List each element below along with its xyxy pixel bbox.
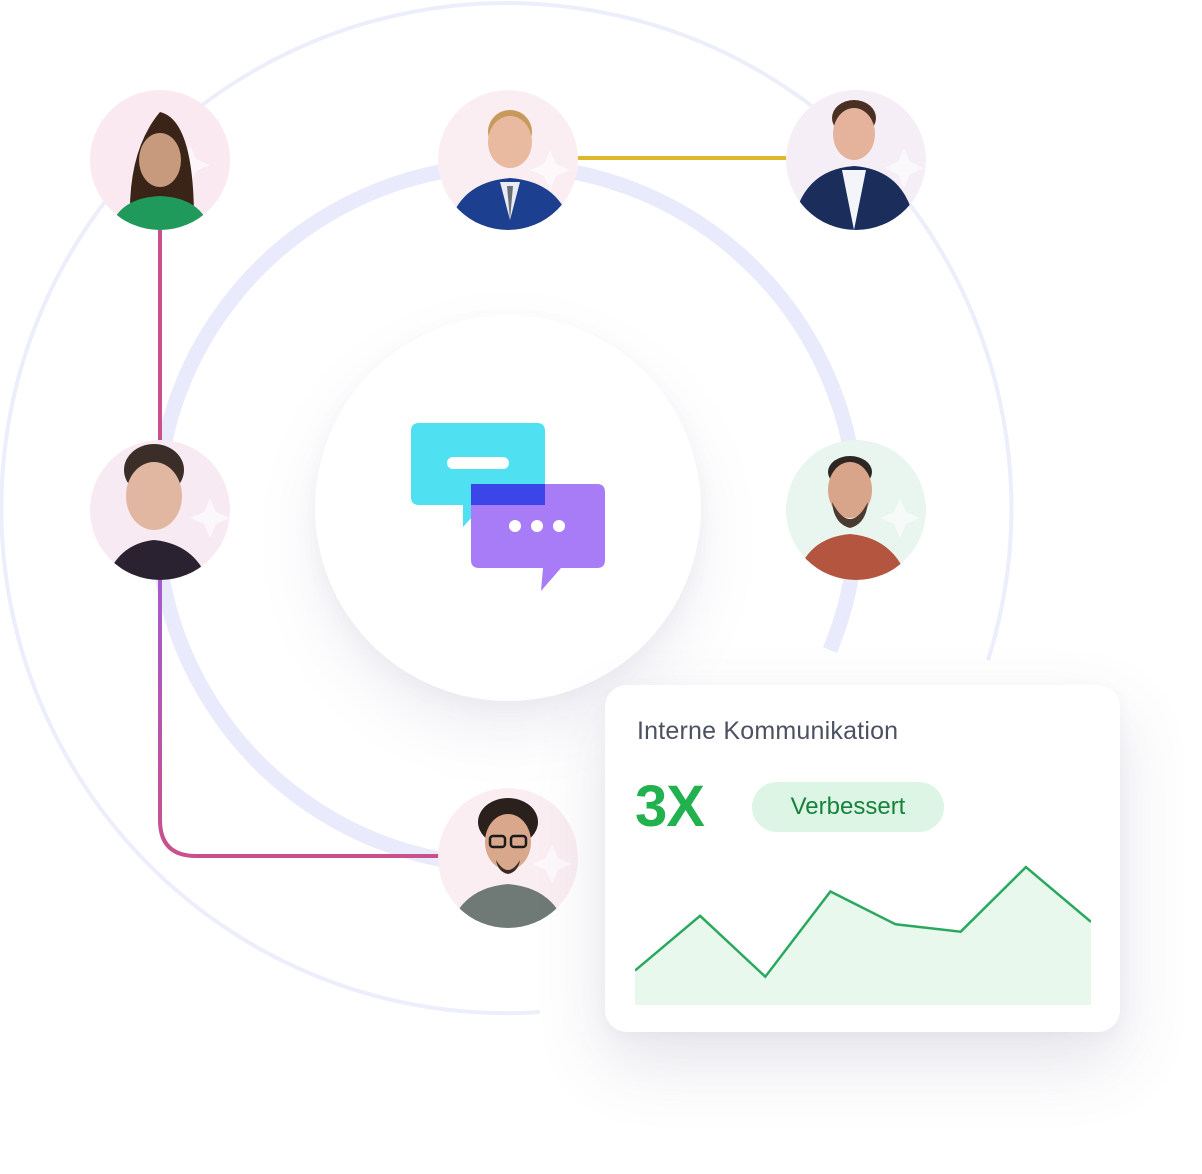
inner-ring bbox=[149, 158, 865, 868]
trend-chart bbox=[635, 865, 1091, 1005]
chat-hub bbox=[315, 315, 701, 701]
avatar-man-dark-blazer bbox=[90, 440, 230, 580]
chat-bubbles-icon bbox=[411, 423, 605, 591]
card-title: Interne Kommunikation bbox=[637, 717, 899, 745]
avatar-man-red-shirt bbox=[786, 440, 926, 580]
chart-line bbox=[635, 865, 1091, 979]
avatar-woman-green-dress bbox=[90, 90, 230, 230]
chart-area bbox=[635, 867, 1091, 1005]
link-left-lower bbox=[158, 580, 440, 858]
improvement-value: 3X bbox=[635, 774, 705, 839]
avatar-man-navy-suit bbox=[786, 90, 926, 230]
stats-card: Interne Kommunikation 3X Verbessert bbox=[605, 685, 1120, 1032]
status-badge: Verbessert bbox=[752, 782, 944, 832]
avatar-man-blue-suit bbox=[438, 90, 578, 230]
avatar-man-glasses-grey-shirt bbox=[438, 788, 578, 928]
